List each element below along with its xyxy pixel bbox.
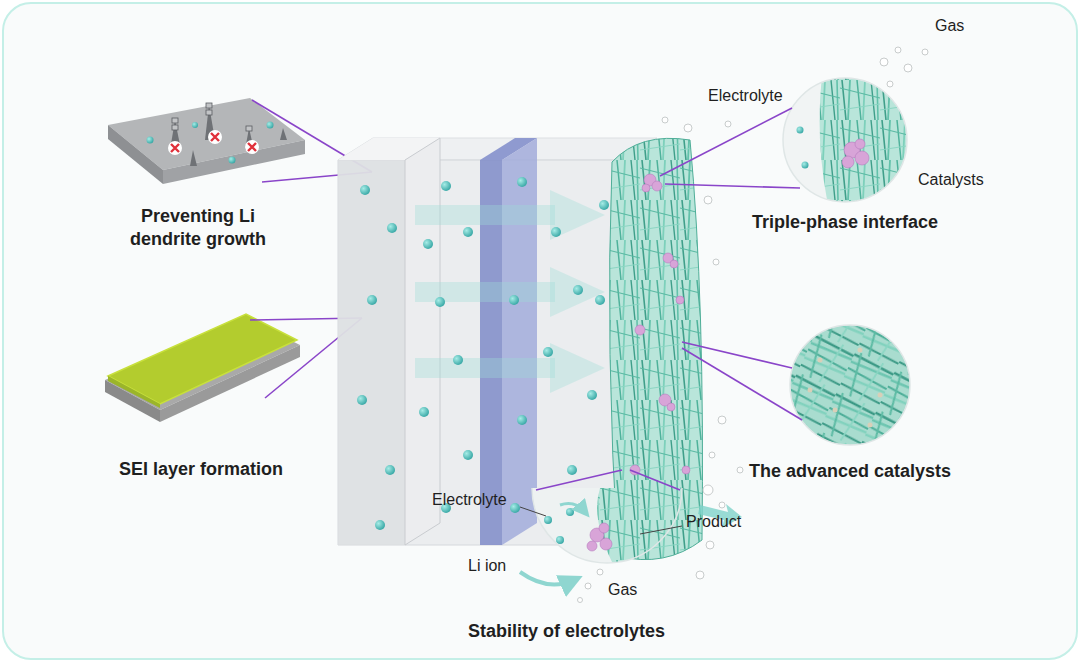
callout-label: Stability of electrolytes (468, 620, 665, 643)
callout-label: Gas (608, 580, 637, 601)
battery-cell (338, 138, 657, 545)
callout-label: Product (686, 512, 741, 533)
callout-label: The advanced catalysts (749, 460, 951, 483)
callout-label: Li ion (468, 556, 506, 577)
dendrite-inset (108, 98, 305, 184)
callout-label: Preventing Li dendrite growth (108, 205, 288, 252)
catalyst-inset (785, 320, 915, 450)
electrolyte-inset (520, 488, 682, 603)
callout-label: Electrolyte (432, 490, 507, 511)
callout-label: Electrolyte (708, 86, 783, 107)
callout-label: Catalysts (918, 170, 984, 191)
leader-line (536, 108, 802, 490)
callout-label: SEI layer formation (96, 458, 306, 481)
triple-phase-inset (780, 47, 928, 205)
callout-label: Triple-phase interface (752, 211, 938, 234)
sei-inset (105, 314, 300, 422)
callout-label: Gas (935, 16, 964, 37)
